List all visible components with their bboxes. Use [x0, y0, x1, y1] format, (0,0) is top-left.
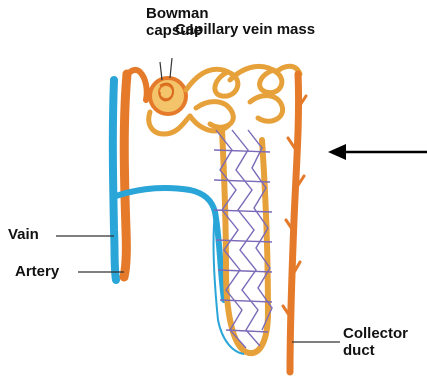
vain-label: Vain — [8, 226, 39, 243]
capillary-vein-mass-label: Capillary vein mass — [175, 21, 315, 38]
artery-label: Artery — [15, 263, 59, 280]
collector-duct-label: Collector duct — [343, 325, 408, 359]
collector-label-line2: duct — [343, 342, 408, 359]
pointer-arrow-icon — [328, 144, 427, 160]
collector-duct — [283, 74, 306, 372]
vein-branch — [116, 188, 224, 300]
collector-label-line1: Collector — [343, 325, 408, 342]
bowman-capsule — [150, 58, 186, 114]
vein-vessel — [113, 80, 116, 280]
artery-vessel — [124, 74, 127, 277]
bowman-label-line1: Bowman — [146, 5, 209, 22]
